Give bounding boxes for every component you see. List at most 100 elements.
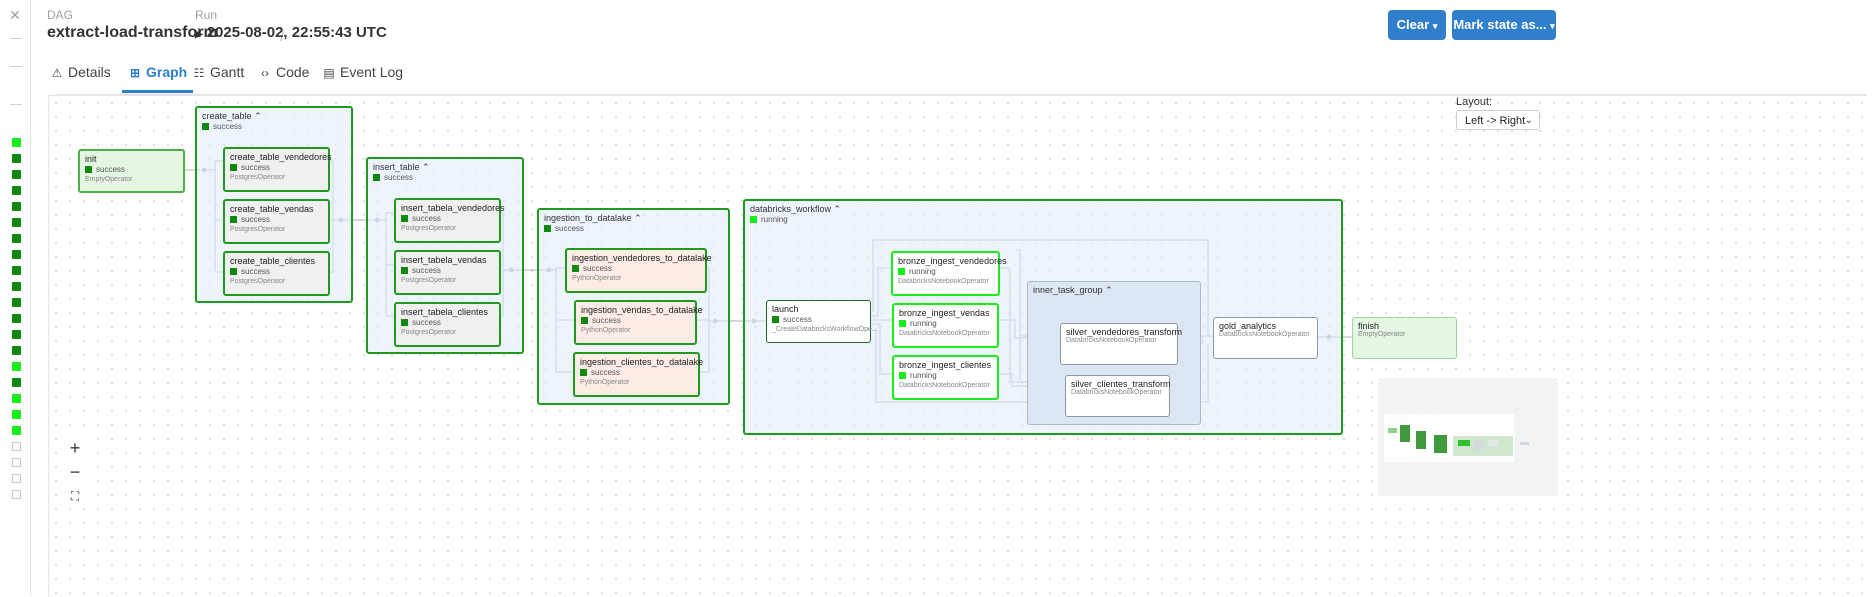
run-status-square[interactable] <box>12 458 21 467</box>
run-status-square[interactable] <box>12 330 21 339</box>
run-status-square[interactable] <box>12 234 21 243</box>
run-status-square[interactable] <box>12 378 21 387</box>
mark-state-label: Mark state as... <box>1453 17 1547 32</box>
group-title[interactable]: insert_table ⌃ <box>373 162 430 172</box>
status-icon <box>581 317 588 324</box>
chevron-up-icon[interactable]: ⌃ <box>254 111 262 121</box>
mark-state-button[interactable]: Mark state as... ▾ <box>1452 10 1556 40</box>
group-title[interactable]: inner_task_group ⌃ <box>1033 285 1113 295</box>
tab-code[interactable]: ‹›Code <box>258 52 309 92</box>
run-status-square[interactable] <box>12 442 21 451</box>
status-icon <box>230 164 237 171</box>
task-status: success <box>772 315 812 324</box>
task-operator: PythonOperator <box>581 327 631 334</box>
tab-details[interactable]: ⚠Details <box>50 52 111 92</box>
run-datetime: 2025-08-02, 22:55:43 UTC <box>206 24 387 41</box>
run-status-square[interactable] <box>12 138 21 147</box>
task-node-create-table-vendas[interactable]: create_table_vendas success PostgresOper… <box>223 199 330 244</box>
group-title[interactable]: ingestion_to_datalake ⌃ <box>544 213 642 223</box>
run-status-square[interactable] <box>12 474 21 483</box>
run-status-square[interactable] <box>12 394 21 403</box>
task-status: running <box>899 319 937 328</box>
status-icon <box>230 268 237 275</box>
run-status-square[interactable] <box>12 362 21 371</box>
task-node-gold-analytics[interactable]: gold_analytics DatabricksNotebookOperato… <box>1213 317 1318 359</box>
task-node-finish[interactable]: finish EmptyOperator <box>1352 317 1457 359</box>
task-node-launch[interactable]: launch success _CreateDatabricksWorkflow… <box>766 300 878 343</box>
status-icon <box>899 372 906 379</box>
run-status-square[interactable] <box>12 426 21 435</box>
run-status-square[interactable] <box>12 218 21 227</box>
run-status-square[interactable] <box>12 298 21 307</box>
run-status-square[interactable] <box>12 154 21 163</box>
run-status-square[interactable] <box>12 186 21 195</box>
chevron-up-icon[interactable]: ⌃ <box>1105 285 1113 295</box>
run-status-square[interactable] <box>12 282 21 291</box>
task-name: finish <box>1358 321 1380 331</box>
task-operator: DatabricksNotebookOperator <box>1219 331 1310 338</box>
task-node-init[interactable]: init success EmptyOperator <box>78 149 185 193</box>
task-status: running <box>898 267 936 276</box>
run-status-square[interactable] <box>12 250 21 259</box>
status-icon <box>580 369 587 376</box>
status-icon <box>544 225 551 232</box>
status-icon <box>202 123 209 130</box>
caret-down-icon: ▾ <box>1550 21 1555 31</box>
run-status-square[interactable] <box>12 410 21 419</box>
layout-select[interactable]: Left -> Right ⌄ <box>1456 110 1540 130</box>
task-node-ingestion-vendedores[interactable]: ingestion_vendedores_to_datalake success… <box>565 248 712 293</box>
task-name: insert_tabela_vendedores <box>401 203 505 213</box>
run-status-square[interactable] <box>12 346 21 355</box>
minimap[interactable] <box>1378 378 1558 496</box>
task-operator: PostgresOperator <box>230 226 286 233</box>
zoom-in-button[interactable]: + <box>62 436 88 460</box>
collapse-icon[interactable]: ✕ <box>9 7 21 23</box>
tab-event-log[interactable]: ▤Event Log <box>322 52 403 92</box>
chevron-up-icon[interactable]: ⌃ <box>634 213 642 223</box>
tab-label: Event Log <box>340 64 404 80</box>
strip-divider <box>10 66 22 67</box>
dag-label: DAG <box>47 8 74 22</box>
task-operator: EmptyOperator <box>1358 331 1406 338</box>
group-status: running <box>750 215 788 224</box>
task-status: success <box>230 215 270 224</box>
task-node-create-table-vendedores[interactable]: create_table_vendedores success Postgres… <box>223 147 332 192</box>
task-node-ingestion-vendas[interactable]: ingestion_vendas_to_datalake success Pyt… <box>574 300 703 345</box>
run-status-square[interactable] <box>12 170 21 179</box>
task-node-bronze-ingest-vendedores[interactable]: bronze_ingest_vendedores running Databri… <box>891 251 1007 296</box>
tab-gantt[interactable]: ☷Gantt <box>192 52 245 92</box>
task-node-silver-vendedores-transform[interactable]: silver_vendedores_transform DatabricksNo… <box>1060 323 1182 365</box>
run-status-square[interactable] <box>12 266 21 275</box>
tab-graph[interactable]: ⊞ Graph <box>122 52 194 93</box>
run-status-square[interactable] <box>12 202 21 211</box>
run-status-square[interactable] <box>12 490 21 499</box>
chevron-up-icon[interactable]: ⌃ <box>833 204 842 214</box>
caret-down-icon: ▾ <box>1432 21 1438 31</box>
task-node-insert-tabela-vendas[interactable]: insert_tabela_vendas success PostgresOpe… <box>394 250 501 295</box>
clear-button[interactable]: Clear ▾ <box>1388 10 1446 40</box>
task-node-insert-tabela-vendedores[interactable]: insert_tabela_vendedores success Postgre… <box>394 198 505 243</box>
status-icon <box>750 216 757 223</box>
group-title[interactable]: create_table ⌃ <box>202 111 262 121</box>
chevron-up-icon[interactable]: ⌃ <box>422 162 430 172</box>
zoom-out-button[interactable]: − <box>62 460 88 484</box>
task-node-ingestion-clientes[interactable]: ingestion_clientes_to_datalake success P… <box>573 352 703 397</box>
graph-icon: ⊞ <box>129 66 141 80</box>
fit-view-icon[interactable]: ⛶ <box>62 484 88 508</box>
group-title[interactable]: databricks_workflow ⌃ <box>750 204 842 214</box>
task-name: gold_analytics <box>1219 321 1277 331</box>
clear-label: Clear <box>1396 17 1430 32</box>
run-status-square[interactable] <box>12 314 21 323</box>
tab-label: Graph <box>146 64 188 80</box>
run-value[interactable]: ▶2025-08-02, 22:55:43 UTC <box>195 24 387 41</box>
dag-name[interactable]: extract-load-transform <box>47 24 218 41</box>
task-node-bronze-ingest-clientes[interactable]: bronze_ingest_clientes running Databrick… <box>892 355 999 400</box>
warning-icon: ⚠ <box>51 66 63 80</box>
task-node-bronze-ingest-vendas[interactable]: bronze_ingest_vendas running DatabricksN… <box>892 303 999 348</box>
task-node-create-table-clientes[interactable]: create_table_clientes success PostgresOp… <box>223 251 330 296</box>
task-operator: DatabricksNotebookOperator <box>899 382 990 389</box>
task-operator: EmptyOperator <box>85 176 133 183</box>
task-node-silver-clientes-transform[interactable]: silver_clientes_transform DatabricksNote… <box>1065 375 1171 417</box>
task-node-insert-tabela-clientes[interactable]: insert_tabela_clientes success PostgresO… <box>394 302 501 347</box>
status-icon <box>373 174 380 181</box>
